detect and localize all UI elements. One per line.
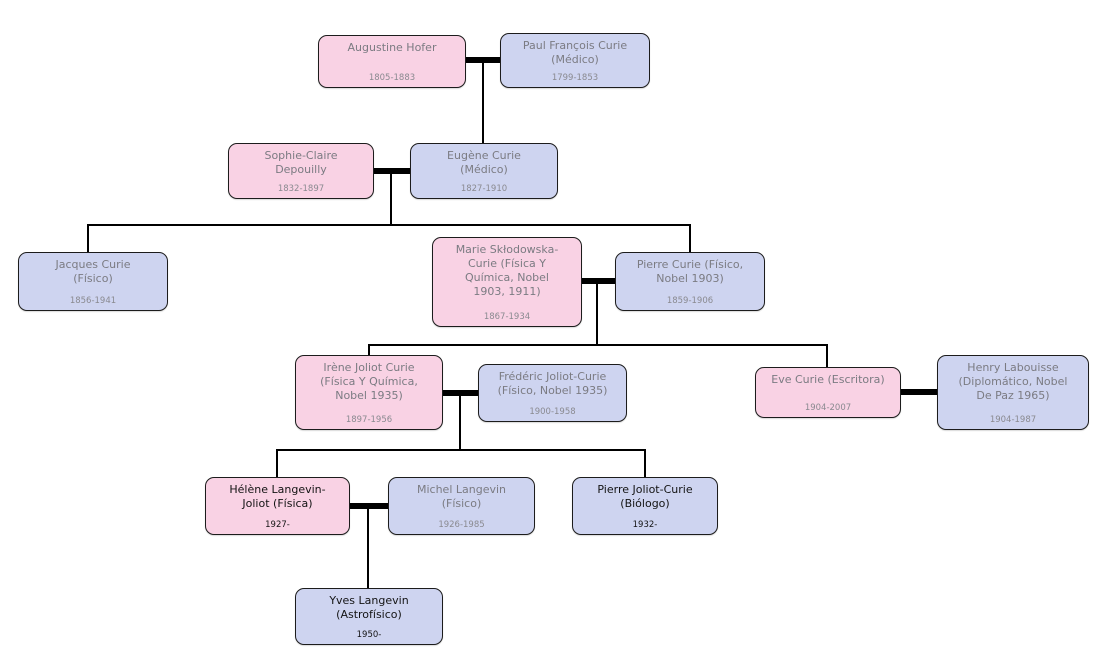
person-name: Paul François Curie (Médico) (522, 39, 628, 66)
marriage-line-sophie-eugene (372, 168, 412, 174)
person-name: Augustine Hofer (347, 41, 437, 54)
person-node-paul-francois-curie[interactable]: Paul François Curie (Médico) 1799-1853 (500, 33, 650, 88)
person-dates: 1856-1941 (69, 296, 117, 306)
person-node-jacques-curie[interactable]: Jacques Curie (Físico) 1856-1941 (18, 252, 168, 311)
person-dates: 1832-1897 (277, 184, 325, 194)
person-name: Eve Curie (Escritora) (771, 373, 885, 386)
person-name: Henry Labouisse (Diplomático, Nobel De P… (958, 361, 1068, 402)
marriage-line-eve-henry (899, 389, 939, 395)
person-node-pierre-curie[interactable]: Pierre Curie (Físico, Nobel 1903) 1859-1… (615, 252, 765, 311)
person-node-michel-langevin[interactable]: Michel Langevin (Físico) 1926-1985 (388, 477, 535, 535)
person-node-sophie-claire-depouilly[interactable]: Sophie-Claire Depouilly 1832-1897 (228, 143, 374, 199)
person-name: Eugène Curie (Médico) (447, 149, 521, 176)
person-name: Irène Joliot Curie (Física Y Química, No… (320, 361, 418, 402)
sibling-line-helene-pierrejoliot (277, 449, 646, 451)
person-dates: 1799-1853 (551, 73, 599, 83)
person-dates: 1932- (632, 520, 658, 530)
descent-line-from-irene-frederic (459, 393, 461, 450)
descent-line-to-eve (826, 344, 828, 368)
person-dates: 1904-1987 (989, 415, 1037, 425)
person-node-irene-joliot-curie[interactable]: Irène Joliot Curie (Física Y Química, No… (295, 355, 443, 430)
descent-line-to-yves (367, 503, 369, 588)
person-name: Yves Langevin (Astrofísico) (329, 594, 409, 621)
descent-line-to-pierre (689, 224, 691, 252)
person-node-marie-sklodowska-curie[interactable]: Marie Skłodowska- Curie (Física Y Químic… (432, 237, 582, 327)
descent-line-to-helene (276, 449, 278, 478)
person-node-eugene-curie[interactable]: Eugène Curie (Médico) 1827-1910 (410, 143, 558, 199)
person-node-helene-langevin-joliot[interactable]: Hélène Langevin- Joliot (Física) 1927- (205, 477, 350, 535)
person-node-pierre-joliot-curie[interactable]: Pierre Joliot-Curie (Biólogo) 1932- (572, 477, 718, 535)
sibling-line-jacques-pierre (88, 224, 691, 226)
marriage-line-marie-pierre (580, 278, 617, 284)
person-node-augustine-hofer[interactable]: Augustine Hofer 1805-1883 (318, 35, 466, 88)
person-dates: 1950- (356, 630, 382, 640)
descent-line-to-eugene (482, 60, 484, 143)
person-dates: 1805-1883 (368, 73, 416, 83)
descent-line-to-jacques (87, 224, 89, 252)
sibling-line-irene-eve (369, 344, 828, 346)
person-dates: 1827-1910 (460, 184, 508, 194)
person-dates: 1859-1906 (666, 296, 714, 306)
person-name: Frédéric Joliot-Curie (Físico, Nobel 193… (497, 370, 608, 397)
person-name: Hélène Langevin- Joliot (Física) (229, 483, 326, 510)
person-name: Pierre Curie (Físico, Nobel 1903) (636, 258, 744, 285)
descent-line-to-pierre-joliot (644, 449, 646, 478)
person-dates: 1900-1958 (529, 407, 576, 417)
person-name: Sophie-Claire Depouilly (264, 149, 338, 176)
marriage-line-helene-michel (348, 503, 390, 509)
person-name: Marie Skłodowska- Curie (Física Y Químic… (455, 243, 559, 298)
person-dates: 1926-1985 (438, 520, 485, 530)
descent-line-from-marie-pierre (596, 281, 598, 346)
person-node-frederic-joliot-curie[interactable]: Frédéric Joliot-Curie (Físico, Nobel 193… (478, 364, 627, 422)
person-node-henry-labouisse[interactable]: Henry Labouisse (Diplomático, Nobel De P… (937, 355, 1089, 430)
descent-line-to-irene (368, 344, 370, 356)
person-node-eve-curie[interactable]: Eve Curie (Escritora) 1904-2007 (755, 367, 901, 418)
person-node-yves-langevin[interactable]: Yves Langevin (Astrofísico) 1950- (295, 588, 443, 645)
person-dates: 1897-1956 (345, 415, 393, 425)
person-dates: 1927- (265, 520, 290, 530)
person-name: Pierre Joliot-Curie (Biólogo) (597, 483, 693, 510)
person-dates: 1904-2007 (804, 403, 852, 413)
person-dates: 1867-1934 (483, 312, 531, 322)
descent-line-from-sophie-eugene (390, 171, 392, 226)
person-name: Michel Langevin (Físico) (416, 483, 506, 510)
person-name: Jacques Curie (Físico) (55, 258, 131, 285)
